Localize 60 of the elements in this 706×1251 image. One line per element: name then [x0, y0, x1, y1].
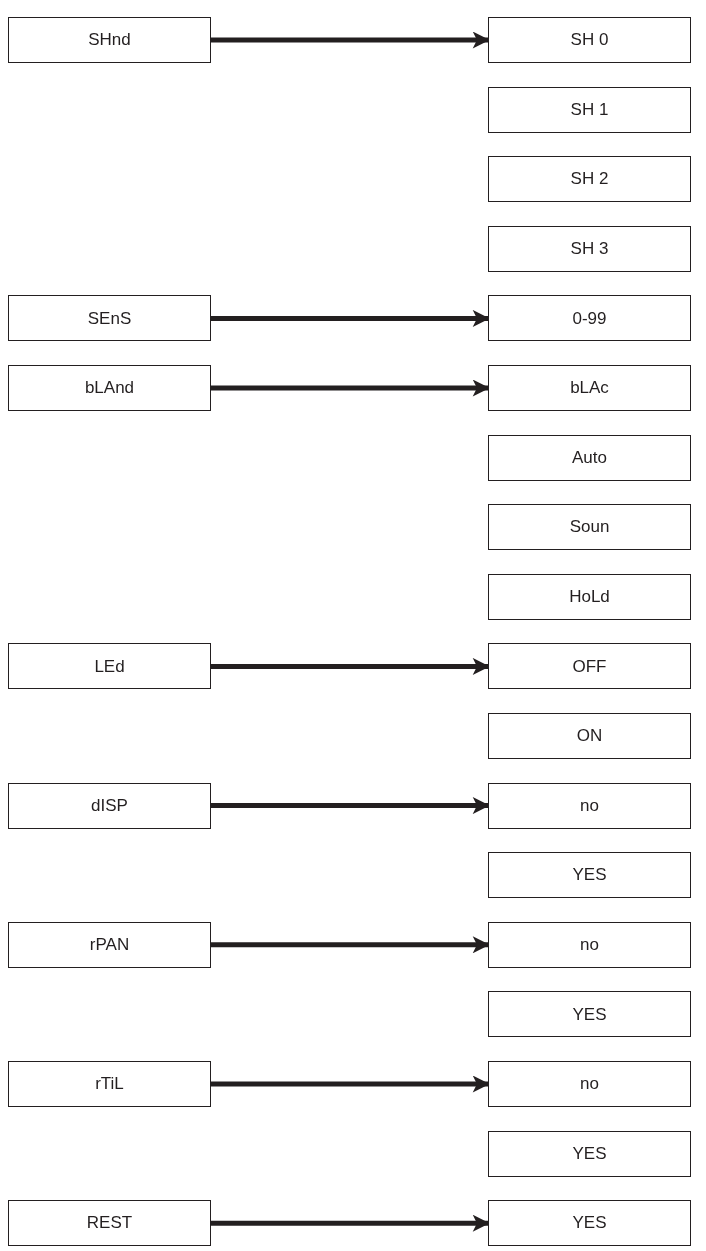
box-label: ON [576, 725, 603, 748]
box-label: rTiL [95, 1073, 124, 1096]
box-label: Auto [572, 446, 607, 469]
menu-box [488, 643, 691, 690]
arrow [211, 936, 490, 954]
menu-box [8, 782, 211, 829]
menu-box [488, 1200, 691, 1247]
box-label: dISP [91, 794, 128, 817]
box-label: OFF [572, 655, 607, 678]
menu-box [488, 991, 691, 1038]
box-label: 0-99 [572, 307, 607, 330]
arrow [211, 797, 490, 815]
menu-box [488, 573, 691, 620]
menu-box [8, 643, 211, 690]
menu-box [488, 1061, 691, 1107]
box-label: SH 1 [570, 98, 609, 121]
menu-box [488, 17, 691, 63]
box-label: YES [572, 1212, 607, 1235]
box-label: YES [572, 1003, 607, 1026]
menu-box [8, 17, 211, 63]
box-label: YES [572, 864, 607, 887]
box-label: Soun [569, 516, 610, 539]
menu-box [8, 1200, 211, 1247]
box-label: bLAnd [84, 377, 135, 400]
menu-box [488, 713, 691, 759]
menu-box [488, 434, 691, 481]
box-label: YES [572, 1142, 607, 1165]
box-label: LEd [94, 655, 125, 678]
menu-box [488, 782, 691, 829]
box-label: SEnS [87, 307, 132, 330]
menu-box [488, 86, 691, 133]
arrow [211, 1214, 490, 1232]
arrow [211, 31, 490, 49]
arrow [211, 1075, 490, 1093]
menu-box [488, 295, 691, 342]
arrow [211, 309, 490, 327]
menu-box [8, 295, 211, 342]
box-label: SH 2 [570, 168, 609, 191]
arrow [211, 657, 490, 675]
box-label: bLAc [570, 377, 609, 400]
box-label: HoLd [569, 586, 610, 609]
menu-box [488, 852, 691, 899]
arrow [211, 379, 490, 397]
menu-box [488, 921, 691, 968]
menu-box [488, 225, 691, 272]
menu-box [8, 1061, 211, 1107]
menu-box [488, 156, 691, 203]
box-label: SH 0 [570, 29, 609, 52]
menu-box [488, 504, 691, 551]
menu-box [488, 1130, 691, 1177]
menu-box [8, 921, 211, 968]
box-label: SH 3 [570, 238, 609, 261]
box-label: rPAN [89, 934, 130, 957]
box-label: no [580, 794, 599, 817]
box-label: no [580, 934, 599, 957]
menu-box [8, 365, 211, 411]
box-label: no [580, 1073, 599, 1096]
box-label: REST [86, 1212, 133, 1235]
menu-box [488, 365, 691, 411]
box-label: SHnd [88, 29, 131, 52]
